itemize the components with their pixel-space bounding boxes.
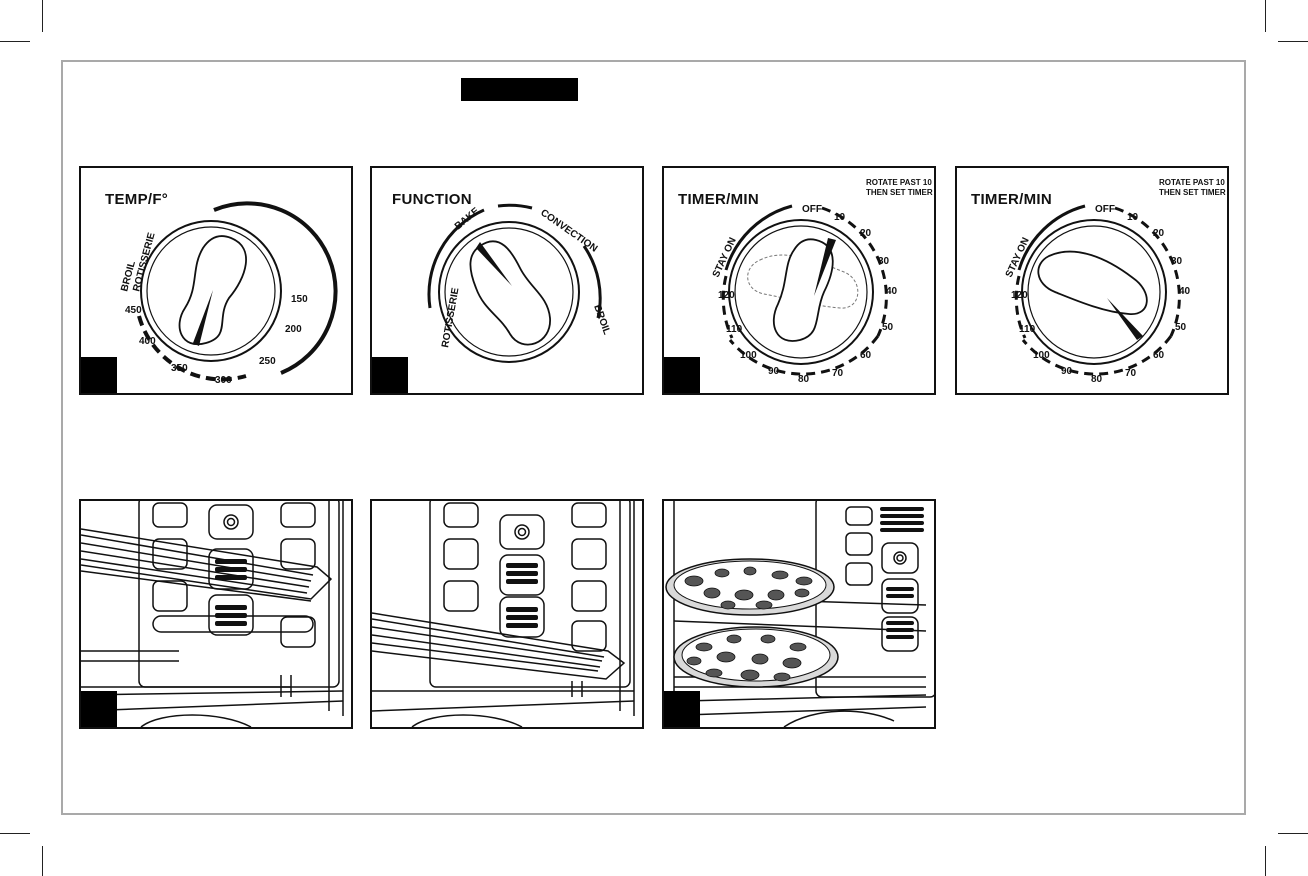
pizza-top (665, 558, 835, 616)
timer-label-off: OFF (802, 204, 822, 215)
timer-tick: 110 (1019, 324, 1036, 335)
timer-note-line2: THEN SET TIMER (1159, 188, 1226, 197)
timer-tick: 60 (1153, 350, 1165, 361)
oven-pizza-panel (662, 499, 936, 729)
timer-tick: 90 (768, 366, 780, 377)
timer-tick: 100 (740, 350, 757, 361)
crop-mark (0, 833, 30, 834)
crop-mark (1265, 846, 1266, 876)
timer-tick: 20 (1153, 228, 1165, 239)
timer-tick: 50 (1175, 322, 1187, 333)
timer-note-line1: ROTATE PAST 10 (1159, 178, 1225, 187)
timer-dial-title: TIMER/MIN (678, 191, 759, 208)
timer-tick: 30 (1171, 256, 1183, 267)
timer-knob-pointer (814, 238, 836, 296)
timer-tick: 40 (1179, 286, 1191, 297)
timer-tick: 80 (798, 374, 810, 385)
redacted-heading-bar (461, 78, 578, 101)
oven-rack-panel-2 (370, 499, 644, 729)
timer-dial-title: TIMER/MIN (971, 191, 1052, 208)
function-dial-panel: FUNCTION BAKE CONVECTION ROTISSERIE BROI… (370, 166, 644, 395)
function-label-broil: BROIL (591, 303, 612, 336)
temp-tick: 200 (285, 324, 302, 335)
timer-knob-grip (773, 238, 834, 342)
crop-mark (42, 0, 43, 32)
timer-tick: 100 (1033, 350, 1050, 361)
function-knob-pointer (476, 242, 512, 286)
crop-mark (0, 41, 30, 42)
step-marker (81, 357, 117, 393)
temp-tick: 250 (259, 356, 276, 367)
timer-label-off: OFF (1095, 204, 1115, 215)
timer-tick: 30 (878, 256, 890, 267)
pizza-bottom (673, 626, 839, 688)
temp-tick: 450 (125, 305, 142, 316)
timer-tick: 120 (718, 290, 735, 301)
timer-tick: 90 (1061, 366, 1073, 377)
temp-dial-panel: TEMP/F° BROIL ROTISSERIE 450 400 350 300… (79, 166, 353, 395)
page-frame (61, 60, 1246, 815)
step-marker (664, 691, 700, 727)
oven-rack-panel-1 (79, 499, 353, 729)
timer-tick: 70 (832, 368, 844, 379)
timer-tick: 50 (882, 322, 894, 333)
function-dial-title: FUNCTION (392, 191, 472, 208)
timer-tick: 80 (1091, 374, 1103, 385)
timer-dial-panel-2: TIMER/MIN ROTATE PAST 10 THEN SET TIMER … (955, 166, 1229, 395)
crop-mark (42, 846, 43, 876)
temp-knob-pointer (193, 290, 213, 346)
crop-mark (1278, 833, 1308, 834)
timer-tick: 60 (860, 350, 872, 361)
timer-note-line2: THEN SET TIMER (866, 188, 933, 197)
temp-tick: 300 (215, 375, 232, 386)
temp-knob-grip (178, 235, 247, 346)
temp-tick: 400 (139, 336, 156, 347)
timer-knob-grip (1037, 250, 1148, 315)
timer-tick: 40 (886, 286, 898, 297)
function-knob-grip (469, 240, 551, 346)
timer-knob-pointer (1107, 298, 1143, 340)
timer-dial-panel-1: TIMER/MIN ROTATE PAST 10 THEN SET TIMER … (662, 166, 936, 395)
step-marker (664, 357, 700, 393)
timer-tick: 120 (1011, 290, 1028, 301)
timer-tick: 70 (1125, 368, 1137, 379)
step-marker (372, 357, 408, 393)
crop-mark (1265, 0, 1266, 32)
step-marker (81, 691, 117, 727)
timer-tick: 10 (1127, 212, 1139, 223)
temp-tick: 150 (291, 294, 308, 305)
timer-tick: 20 (860, 228, 872, 239)
temp-tick: 350 (171, 363, 188, 374)
timer-tick: 110 (726, 324, 743, 335)
crop-mark (1278, 41, 1308, 42)
temp-dial-title: TEMP/F° (105, 191, 168, 208)
function-label-bake: BAKE (453, 205, 482, 232)
timer-note-line1: ROTATE PAST 10 (866, 178, 932, 187)
timer-tick: 10 (834, 212, 846, 223)
